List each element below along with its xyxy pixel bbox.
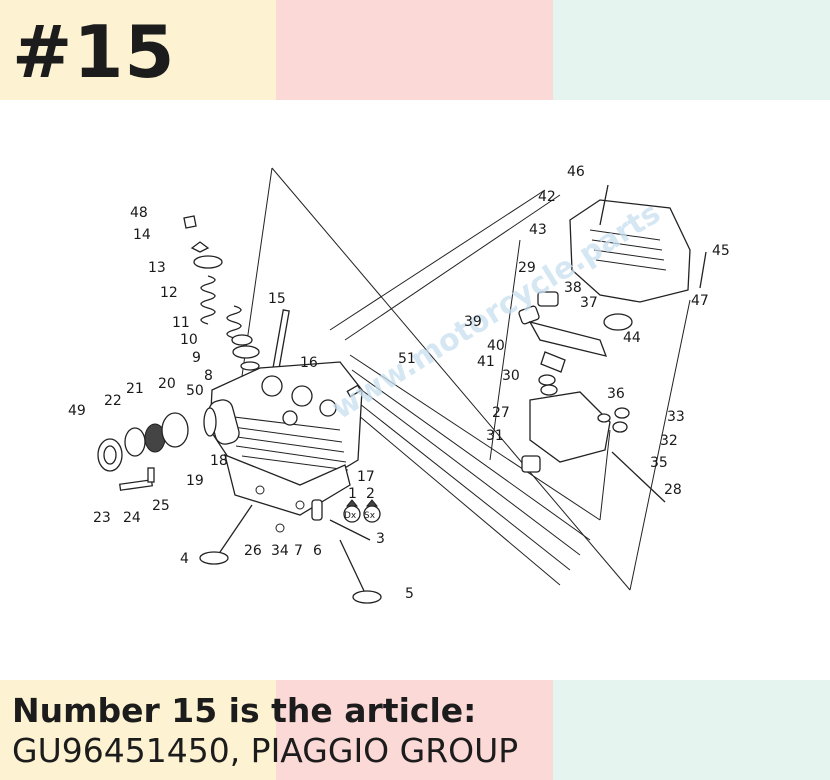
- callout: 47: [691, 293, 709, 309]
- callout: 37: [580, 295, 598, 311]
- exploded-parts-diagram: Dx Sx www.motorcycle.parts 48 14 13 12 1…: [68, 164, 730, 604]
- callout: 1: [348, 486, 357, 502]
- callout: 35: [650, 455, 668, 471]
- callout: 36: [607, 386, 625, 402]
- callout: 23: [93, 510, 111, 526]
- callout: 17: [357, 469, 375, 485]
- caption-band: [0, 680, 830, 780]
- callout: 51: [398, 351, 416, 367]
- callout: 38: [564, 280, 582, 296]
- callout: 19: [186, 473, 204, 489]
- item-number-badge: #15: [12, 10, 176, 94]
- callout: 29: [518, 260, 536, 276]
- callout: 34: [271, 543, 289, 559]
- header-band-pink: [276, 0, 553, 100]
- intake-parts: [97, 407, 217, 491]
- callout: 3: [376, 531, 385, 547]
- callout: 45: [712, 243, 730, 259]
- callout: 5: [405, 586, 414, 602]
- callout: 22: [104, 393, 122, 409]
- callout: 9: [192, 350, 201, 366]
- cylinder-head: [208, 361, 363, 516]
- callout: 18: [210, 453, 228, 469]
- callout: 25: [152, 498, 170, 514]
- caption-title: Number 15 is the article:: [12, 691, 477, 730]
- callout: 31: [486, 428, 504, 444]
- caption-article-number: GU96451450, PIAGGIO GROUP: [12, 731, 519, 770]
- callout: 7: [294, 543, 303, 559]
- valve-cover: [569, 184, 707, 331]
- marker-dx: Dx: [344, 511, 357, 521]
- marker-sx: Sx: [364, 511, 376, 521]
- callout: 27: [492, 405, 510, 421]
- callout-labels: 48 14 13 12 11 10 9 8 15 16 51 50 49 22 …: [68, 164, 730, 602]
- valves: [199, 384, 382, 604]
- callout: 2: [366, 486, 375, 502]
- callout: 21: [126, 381, 144, 397]
- rocker-assembly: [518, 291, 666, 503]
- callout: 30: [502, 368, 520, 384]
- callout: 40: [487, 338, 505, 354]
- callout: 48: [130, 205, 148, 221]
- callout: 8: [204, 368, 213, 384]
- caption-band-pink: [276, 680, 553, 780]
- callout: 28: [664, 482, 682, 498]
- callout: 26: [244, 543, 262, 559]
- callout: 43: [529, 222, 547, 238]
- callout: 24: [123, 510, 141, 526]
- callout: 42: [538, 189, 556, 205]
- callout: 14: [133, 227, 151, 243]
- callout: 44: [623, 330, 641, 346]
- callout: 20: [158, 376, 176, 392]
- callout: 10: [180, 332, 198, 348]
- header-band: [0, 0, 830, 100]
- callout: 16: [300, 355, 318, 371]
- callout: 12: [160, 285, 178, 301]
- callout: 4: [180, 551, 189, 567]
- callout: 32: [660, 433, 678, 449]
- callout: 39: [464, 314, 482, 330]
- header-band-green: [553, 0, 830, 100]
- callout: 49: [68, 403, 86, 419]
- assembly-lines: [239, 167, 691, 591]
- callout: 11: [172, 315, 190, 331]
- callout: 46: [567, 164, 585, 180]
- side-markers: Dx Sx: [343, 499, 381, 523]
- header-band-yellow: [0, 0, 276, 100]
- callout: 13: [148, 260, 166, 276]
- caption-band-yellow: [0, 680, 276, 780]
- callout: 6: [313, 543, 322, 559]
- callout: 33: [667, 409, 685, 425]
- valve-spring-stack: [183, 215, 290, 371]
- callout: 50: [186, 383, 204, 399]
- callout: 41: [477, 354, 495, 370]
- caption-band-green: [553, 680, 830, 780]
- callout: 15: [268, 291, 286, 307]
